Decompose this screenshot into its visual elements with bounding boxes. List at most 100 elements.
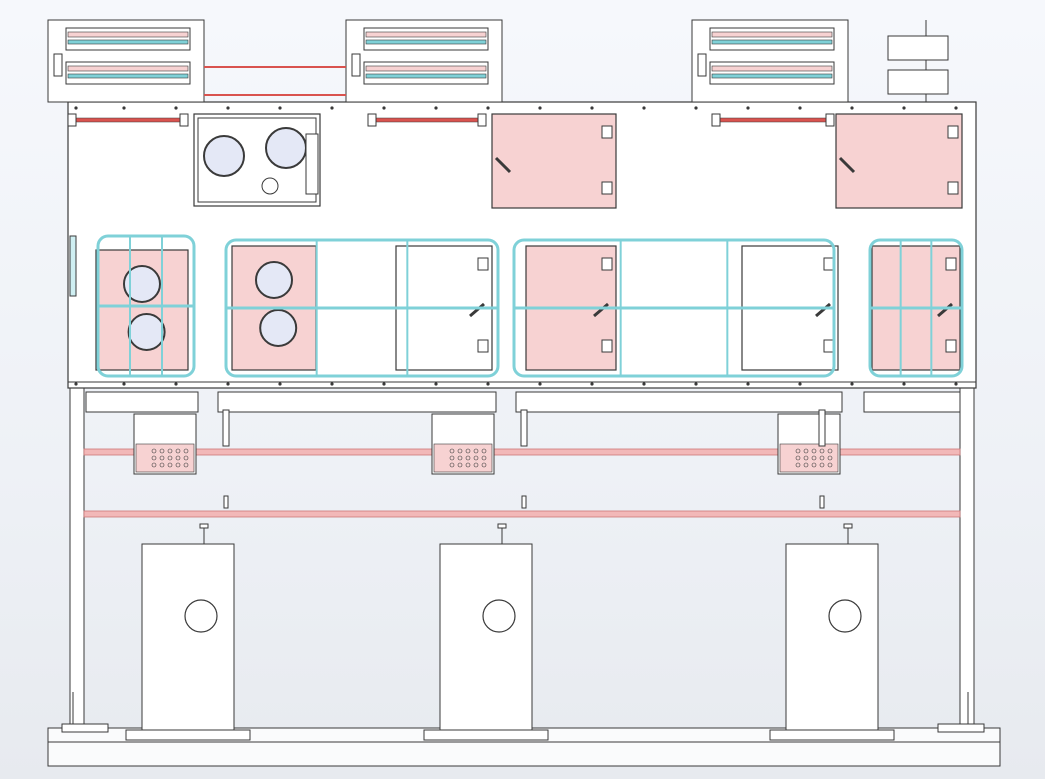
- cabinet-bolt: [850, 382, 854, 386]
- cabinet-bolt: [174, 382, 178, 386]
- control-button: [819, 462, 825, 468]
- control-button: [159, 462, 165, 468]
- control-button: [159, 448, 165, 454]
- red-rail: [715, 117, 831, 123]
- probe-upper: [818, 409, 826, 447]
- cabinet-bolt: [798, 382, 802, 386]
- control-button: [167, 462, 173, 468]
- red-rail: [371, 117, 483, 123]
- upper-compartments: [193, 113, 963, 209]
- roller-cyan: [67, 73, 189, 79]
- control-box: [431, 413, 495, 475]
- control-button: [473, 462, 479, 468]
- pedestal: [125, 523, 251, 741]
- door-handle: [838, 156, 856, 174]
- control-button: [473, 455, 479, 461]
- rail-bracket: [67, 113, 77, 127]
- viewport: [265, 127, 307, 169]
- horizontal-pipes: [83, 448, 961, 518]
- top-unit-clamp: [697, 53, 707, 77]
- cabinet-bolt: [382, 106, 386, 110]
- hinge: [601, 339, 613, 353]
- pedestal-cap: [199, 523, 209, 529]
- control-button: [183, 462, 189, 468]
- pedestal: [423, 523, 549, 741]
- hinge: [945, 339, 957, 353]
- control-panel: [135, 443, 195, 473]
- pedestal-body: [785, 543, 879, 731]
- pedestal-port: [184, 599, 218, 633]
- roller-housing: [65, 27, 191, 51]
- cabinet-bolt: [330, 382, 334, 386]
- roller-pink: [711, 31, 833, 38]
- hinge: [601, 125, 613, 139]
- rail-bracket: [477, 113, 487, 127]
- pedestal-cap: [497, 523, 507, 529]
- control-button: [795, 455, 801, 461]
- cabinet-bolt: [330, 106, 334, 110]
- roller-cyan: [67, 39, 189, 45]
- top-connector-pipe: [204, 66, 346, 68]
- control-panel: [433, 443, 493, 473]
- control-button: [819, 448, 825, 454]
- upper-compartment-u2: [491, 113, 617, 209]
- pedestals: [125, 523, 895, 741]
- label-box: [887, 35, 949, 61]
- cabinet-bolt: [746, 382, 750, 386]
- top-red-rails: [67, 113, 835, 127]
- roller-pink: [365, 31, 487, 38]
- roller-housing: [65, 61, 191, 85]
- upper-compartment-u3: [835, 113, 963, 209]
- pink-door: [491, 113, 617, 209]
- viewport: [259, 309, 298, 347]
- control-button: [827, 462, 833, 468]
- pink-door: [835, 113, 963, 209]
- cabinet-bolt: [642, 106, 646, 110]
- cabinet-bolt: [174, 106, 178, 110]
- probe-lower: [819, 495, 825, 509]
- pedestal-port: [482, 599, 516, 633]
- control-button: [167, 455, 173, 461]
- control-button: [167, 448, 173, 454]
- probe-lower: [223, 495, 229, 509]
- control-button: [811, 462, 817, 468]
- control-button: [803, 448, 809, 454]
- cabinet-bolt: [122, 382, 126, 386]
- control-button: [473, 448, 479, 454]
- viewport: [127, 313, 166, 351]
- hinge: [477, 257, 489, 271]
- cabinet-bolt: [486, 382, 490, 386]
- control-button: [457, 448, 463, 454]
- cabinet-bolt: [538, 382, 542, 386]
- roller-pink: [711, 65, 833, 72]
- roller-cyan: [711, 39, 833, 45]
- roller-housing: [709, 61, 835, 85]
- top-unit: [47, 19, 205, 103]
- cabinet-bolt: [954, 382, 958, 386]
- pedestal: [769, 523, 895, 741]
- guard-rail: [224, 238, 500, 378]
- label-box: [887, 69, 949, 95]
- control-button: [803, 455, 809, 461]
- control-button: [465, 462, 471, 468]
- control-button: [183, 448, 189, 454]
- cabinet-bolt: [798, 106, 802, 110]
- control-button: [819, 455, 825, 461]
- control-button: [465, 455, 471, 461]
- viewport: [255, 261, 293, 299]
- control-button: [183, 455, 189, 461]
- control-button: [457, 455, 463, 461]
- roller-pink: [67, 65, 189, 72]
- pedestal-body: [141, 543, 235, 731]
- rail-bracket: [367, 113, 377, 127]
- probe-upper: [222, 409, 230, 447]
- control-button: [827, 455, 833, 461]
- pedestal-body: [439, 543, 533, 731]
- cabinet-bolt: [486, 106, 490, 110]
- cabinet-bolt: [434, 382, 438, 386]
- roller-cyan: [365, 73, 487, 79]
- guard-rail: [868, 238, 964, 378]
- control-button: [481, 462, 487, 468]
- control-button: [481, 455, 487, 461]
- top-unit: [345, 19, 503, 103]
